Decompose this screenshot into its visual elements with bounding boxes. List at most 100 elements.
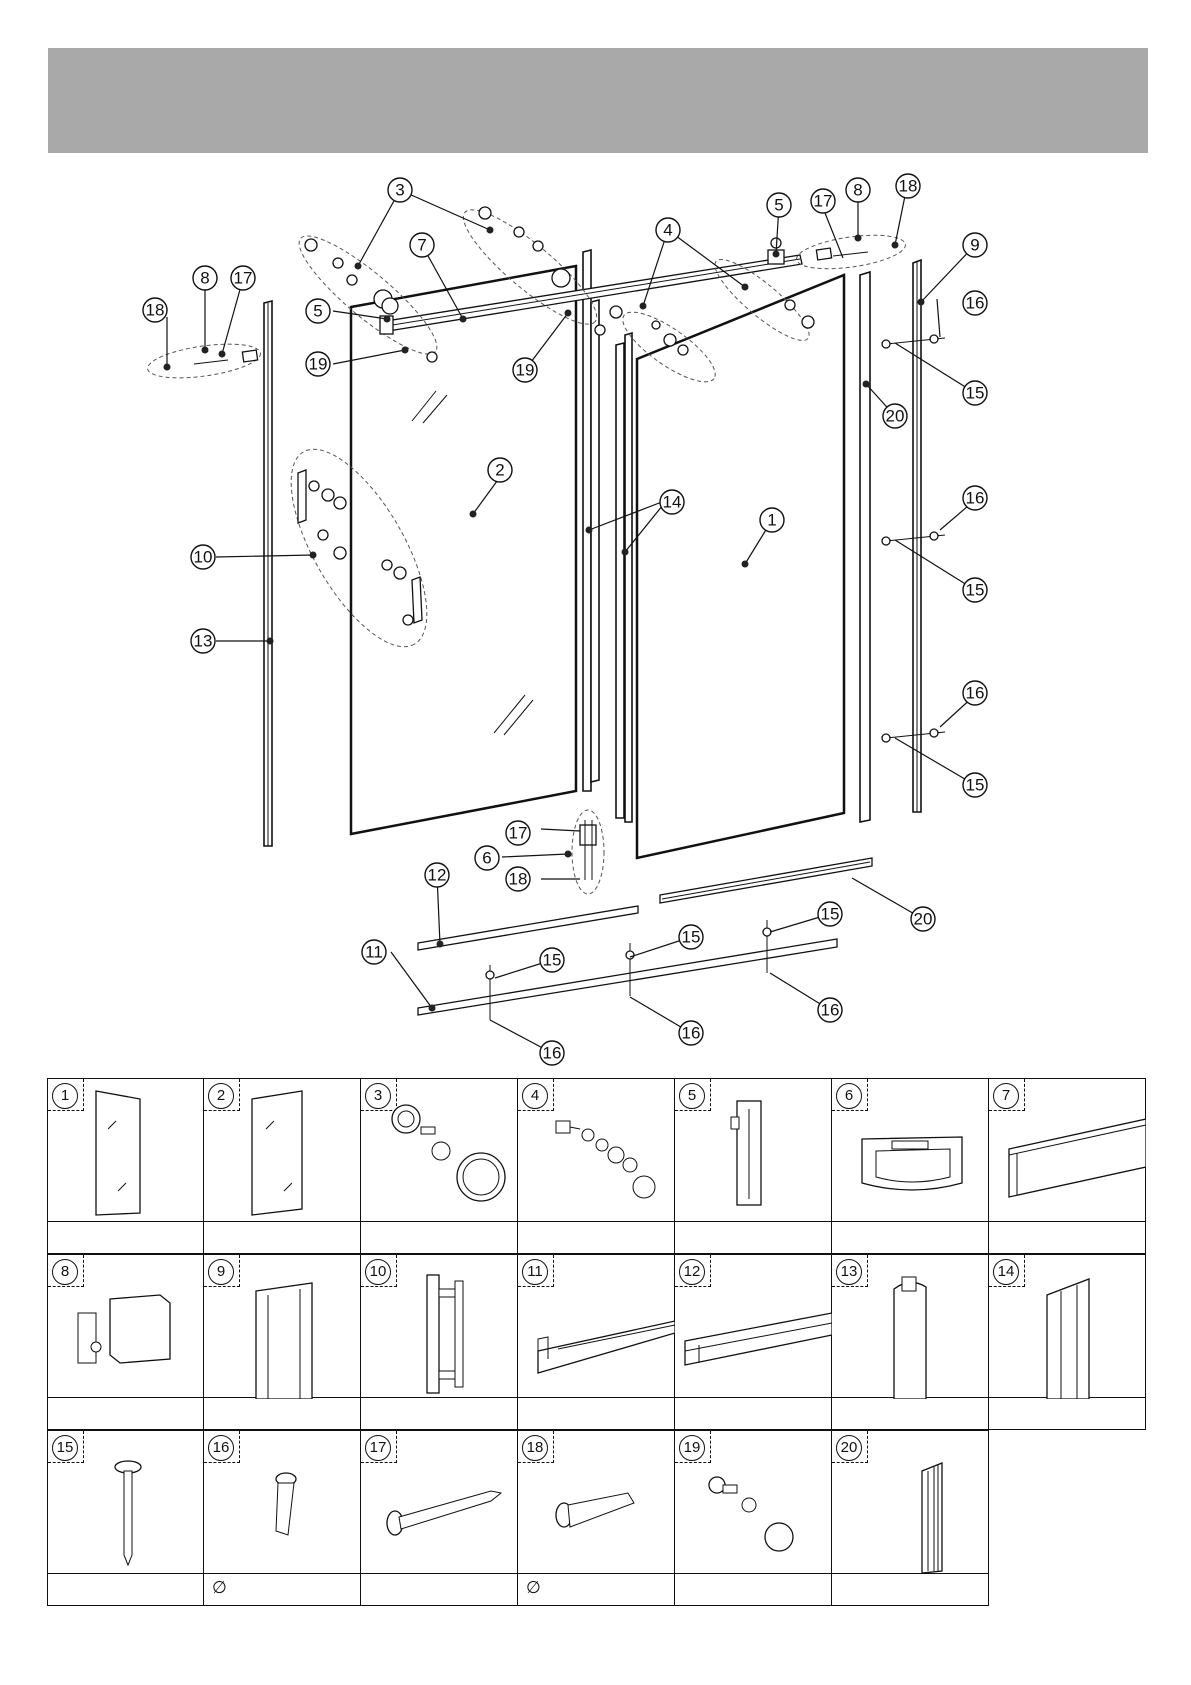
part-callout-17-left: 17	[231, 266, 255, 290]
svg-text:2: 2	[495, 461, 504, 480]
part-callout-10: 10	[191, 545, 215, 569]
svg-text:9: 9	[970, 236, 979, 255]
part-cell-8: 8	[47, 1254, 204, 1430]
part-info	[989, 1222, 1146, 1254]
glass-channel-icon	[675, 1255, 832, 1399]
part-info	[832, 1222, 989, 1254]
part-callout-8-left: 8	[193, 266, 217, 290]
rail-connector-icon	[675, 1079, 832, 1223]
part-callout-18-right: 18	[896, 174, 920, 198]
part-info	[48, 1398, 205, 1430]
vertical-seal-profile	[860, 272, 870, 822]
part-callout-12: 12	[425, 863, 449, 887]
part-callout-16-lower: 16	[963, 681, 987, 705]
part-info: ∅	[518, 1574, 675, 1606]
part-cell-13: 13	[832, 1254, 989, 1430]
part-callout-19-center: 19	[513, 358, 537, 382]
sliding-rail-bar-icon	[989, 1079, 1146, 1223]
part-cell-14: 14	[989, 1254, 1146, 1430]
part-callout-17-floor: 17	[506, 821, 530, 845]
part-callout-16-top: 16	[963, 291, 987, 315]
floor-guide-icon	[832, 1079, 989, 1223]
part-info: ∅	[204, 1574, 361, 1606]
part-callout-20-lower: 20	[911, 907, 935, 931]
part-info	[204, 1222, 361, 1254]
long-screw-icon	[361, 1431, 518, 1575]
floor-guide	[580, 820, 596, 880]
part-callout-16-floor-left: 16	[540, 1041, 564, 1065]
svg-text:7: 7	[417, 236, 426, 255]
sliding-glass-door-icon	[204, 1079, 361, 1223]
part-callout-1: 1	[760, 508, 784, 532]
magnetic-seal-icon	[832, 1255, 989, 1399]
parts-row-3: 15 16 ∅ 17 18 ∅ 19 20	[47, 1430, 989, 1606]
part-callout-18-left: 18	[143, 298, 167, 322]
part-cell-1: 1	[47, 1078, 204, 1254]
svg-text:8: 8	[853, 181, 862, 200]
part-callout-16-middle: 16	[963, 486, 987, 510]
part-callout-4: 4	[656, 218, 680, 242]
part-info	[518, 1398, 675, 1430]
sliding-glass-door	[351, 266, 576, 834]
fixed-glass-bolt-assembly-icon	[518, 1079, 675, 1223]
svg-text:4: 4	[663, 221, 672, 240]
part-callout-14: 14	[660, 490, 684, 514]
part-callout-16-floor-middle: 16	[679, 1021, 703, 1045]
part-cell-10: 10	[361, 1254, 518, 1430]
part-callout-19-left: 19	[306, 352, 330, 376]
svg-text:17: 17	[814, 192, 833, 211]
part-info	[675, 1398, 832, 1430]
svg-text:15: 15	[682, 928, 701, 947]
part-info	[518, 1222, 675, 1254]
door-stopper-icon	[675, 1431, 832, 1575]
part-cell-18: 18 ∅	[518, 1430, 675, 1606]
part-cell-19: 19	[675, 1430, 832, 1606]
part-callout-16-floor-right: 16	[818, 998, 842, 1022]
svg-text:20: 20	[886, 407, 905, 426]
svg-text:11: 11	[365, 943, 383, 962]
part-info	[48, 1222, 205, 1254]
svg-text:19: 19	[309, 355, 328, 374]
svg-text:16: 16	[682, 1024, 701, 1043]
svg-text:3: 3	[395, 181, 404, 200]
part-callout-15-lower: 15	[963, 773, 987, 797]
part-callout-20-upper: 20	[883, 404, 907, 428]
svg-text:18: 18	[509, 870, 528, 889]
part-cell-12: 12	[675, 1254, 832, 1430]
wall-bracket-icon	[48, 1255, 205, 1399]
bottom-seal-strip-icon	[832, 1431, 989, 1575]
parts-row-1: 1 2 3 4 5 6	[47, 1078, 1147, 1254]
part-callout-2: 2	[488, 458, 512, 482]
fixed-glass-panel-icon	[48, 1079, 205, 1223]
part-info	[832, 1574, 989, 1606]
part-callout-15-floor-right: 15	[818, 902, 842, 926]
part-callout-6: 6	[475, 846, 499, 870]
wall-profile-icon	[204, 1255, 361, 1399]
part-callout-13: 13	[191, 629, 215, 653]
svg-text:17: 17	[234, 269, 253, 288]
part-info	[48, 1574, 205, 1606]
svg-text:10: 10	[194, 548, 213, 567]
floor-fixings	[486, 920, 771, 1020]
svg-text:16: 16	[966, 684, 985, 703]
part-cell-20: 20	[832, 1430, 989, 1606]
screw-icon	[48, 1431, 205, 1575]
svg-text:13: 13	[194, 632, 213, 651]
part-info	[675, 1222, 832, 1254]
svg-text:15: 15	[966, 776, 985, 795]
long-wall-plug-icon	[518, 1431, 675, 1575]
svg-text:5: 5	[774, 196, 783, 215]
svg-text:20: 20	[914, 910, 933, 929]
part-callout-15-floor-left: 15	[540, 948, 564, 972]
door-handle-icon	[361, 1255, 518, 1399]
svg-text:15: 15	[821, 905, 840, 924]
part-cell-7: 7	[989, 1078, 1146, 1254]
part-cell-17: 17	[361, 1430, 518, 1606]
svg-text:16: 16	[543, 1044, 562, 1063]
fixed-glass-panel	[637, 275, 844, 858]
glass-channel	[418, 906, 638, 950]
part-callout-11: 11	[362, 940, 386, 964]
part-cell-4: 4	[518, 1078, 675, 1254]
part-callout-5-left: 5	[306, 299, 330, 323]
svg-text:1: 1	[767, 511, 776, 530]
